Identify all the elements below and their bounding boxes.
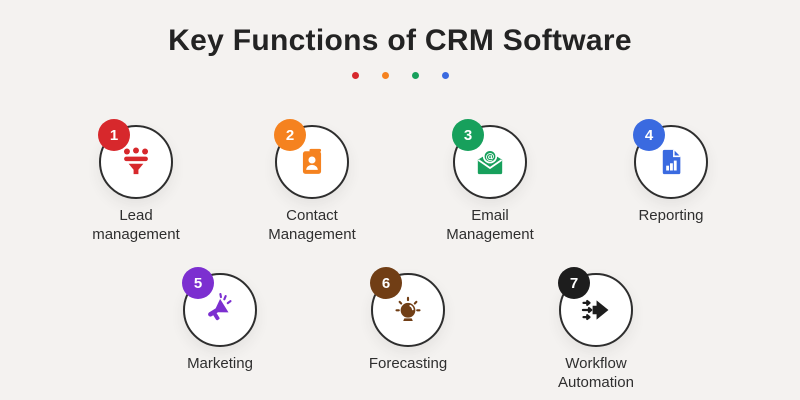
function-label: Forecasting <box>368 355 448 372</box>
page-title: Key Functions of CRM Software <box>168 24 632 57</box>
crm-function-workflow-automation: 7 Workflow Automation <box>521 267 671 393</box>
function-label: Email Management <box>446 207 534 243</box>
function-circle: 1 <box>98 119 173 199</box>
crm-function-contact-management: 2 Contact Management <box>237 119 387 245</box>
function-circle: 2 <box>274 119 349 199</box>
function-label: Reporting <box>638 207 704 224</box>
svg-text:@: @ <box>485 153 494 163</box>
function-label: Contact Management <box>268 207 356 243</box>
function-circle: 6 <box>370 267 445 347</box>
function-circle: 5 <box>182 267 257 347</box>
crystal-ball-icon <box>391 293 425 327</box>
crm-function-lead-management: 1 Lead management <box>61 119 211 245</box>
step-number-badge: 3 <box>452 119 484 151</box>
crm-function-forecasting: 6 Forecasting <box>333 267 483 374</box>
step-number-badge: 4 <box>633 119 665 151</box>
crm-function-reporting: 4 Reporting <box>596 119 746 226</box>
megaphone-icon <box>203 293 237 327</box>
crm-function-email-management: 3 @ Email Management <box>415 119 565 245</box>
email-at-icon: @ <box>473 145 507 179</box>
step-number-badge: 6 <box>370 267 402 299</box>
crm-function-marketing: 5 Marketing <box>145 267 295 374</box>
function-label: Workflow Automation <box>558 355 634 391</box>
report-document-icon <box>654 145 688 179</box>
function-circle: 3 @ <box>452 119 527 199</box>
function-circle: 7 <box>558 267 633 347</box>
step-number-badge: 5 <box>182 267 214 299</box>
divider-dot-green <box>411 72 419 79</box>
divider-dot-red <box>351 72 359 79</box>
function-circle: 4 <box>633 119 708 199</box>
step-number-badge: 1 <box>98 119 130 151</box>
divider-dot-orange <box>381 72 389 79</box>
step-number-badge: 2 <box>274 119 306 151</box>
contact-book-icon <box>295 145 329 179</box>
divider-dot-blue <box>441 72 449 79</box>
workflow-arrows-icon <box>579 293 613 327</box>
lead-funnel-icon <box>119 145 153 179</box>
function-label: Lead management <box>92 207 180 243</box>
title-divider-dots <box>0 72 800 79</box>
function-label: Marketing <box>187 355 253 372</box>
step-number-badge: 7 <box>558 267 590 299</box>
